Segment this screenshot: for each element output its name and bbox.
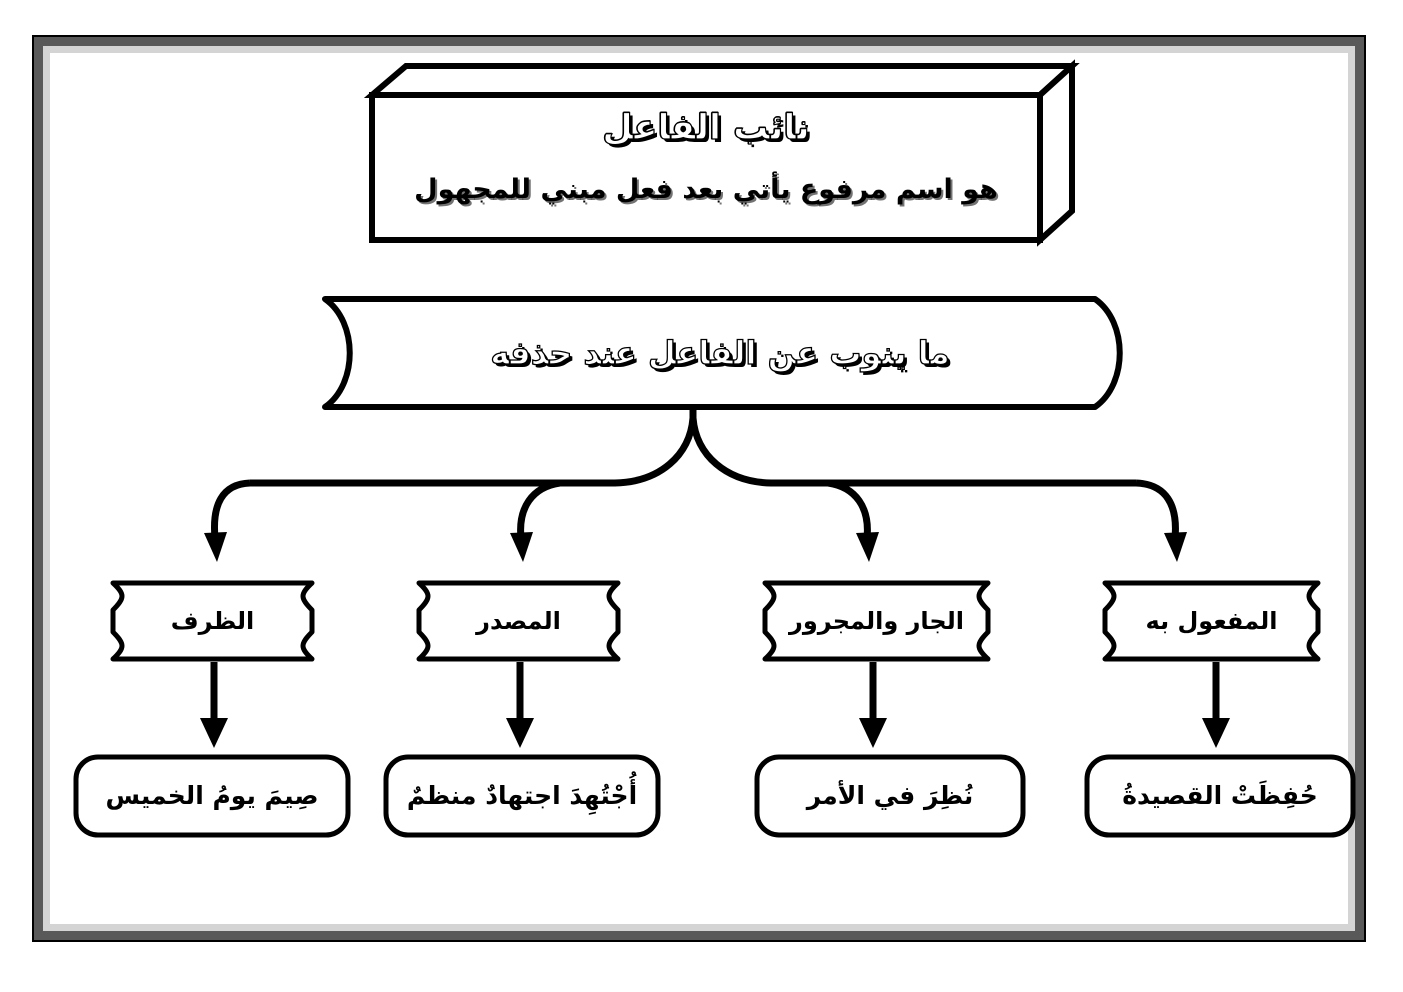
example-label-masdar: أُجْتُهِدَ اجتهادٌ منظمٌ — [406, 781, 638, 811]
example-label-maful-bih: حُفِظَتْ القصيدةُ — [1122, 781, 1318, 811]
example-label-jar-majroor: نُظِرَ في الأمر — [806, 781, 974, 811]
category-label-jar-majroor: الجار والمجرور — [789, 607, 964, 635]
example-label-dharf: صِيمَ يومُ الخميس — [105, 781, 319, 811]
title-definition: هو اسم مرفوع يأتي بعد فعل مبني للمجهول — [414, 174, 998, 206]
prep-box-label: ما ينوب عن الفاعل عند حذفه — [490, 333, 950, 372]
category-label-masdar: المصدر — [476, 607, 561, 635]
category-label-dharf: الظرف — [170, 607, 255, 635]
category-label-maful-bih: المفعول به — [1145, 607, 1278, 635]
title-heading: نائب الفاعل — [602, 108, 810, 149]
